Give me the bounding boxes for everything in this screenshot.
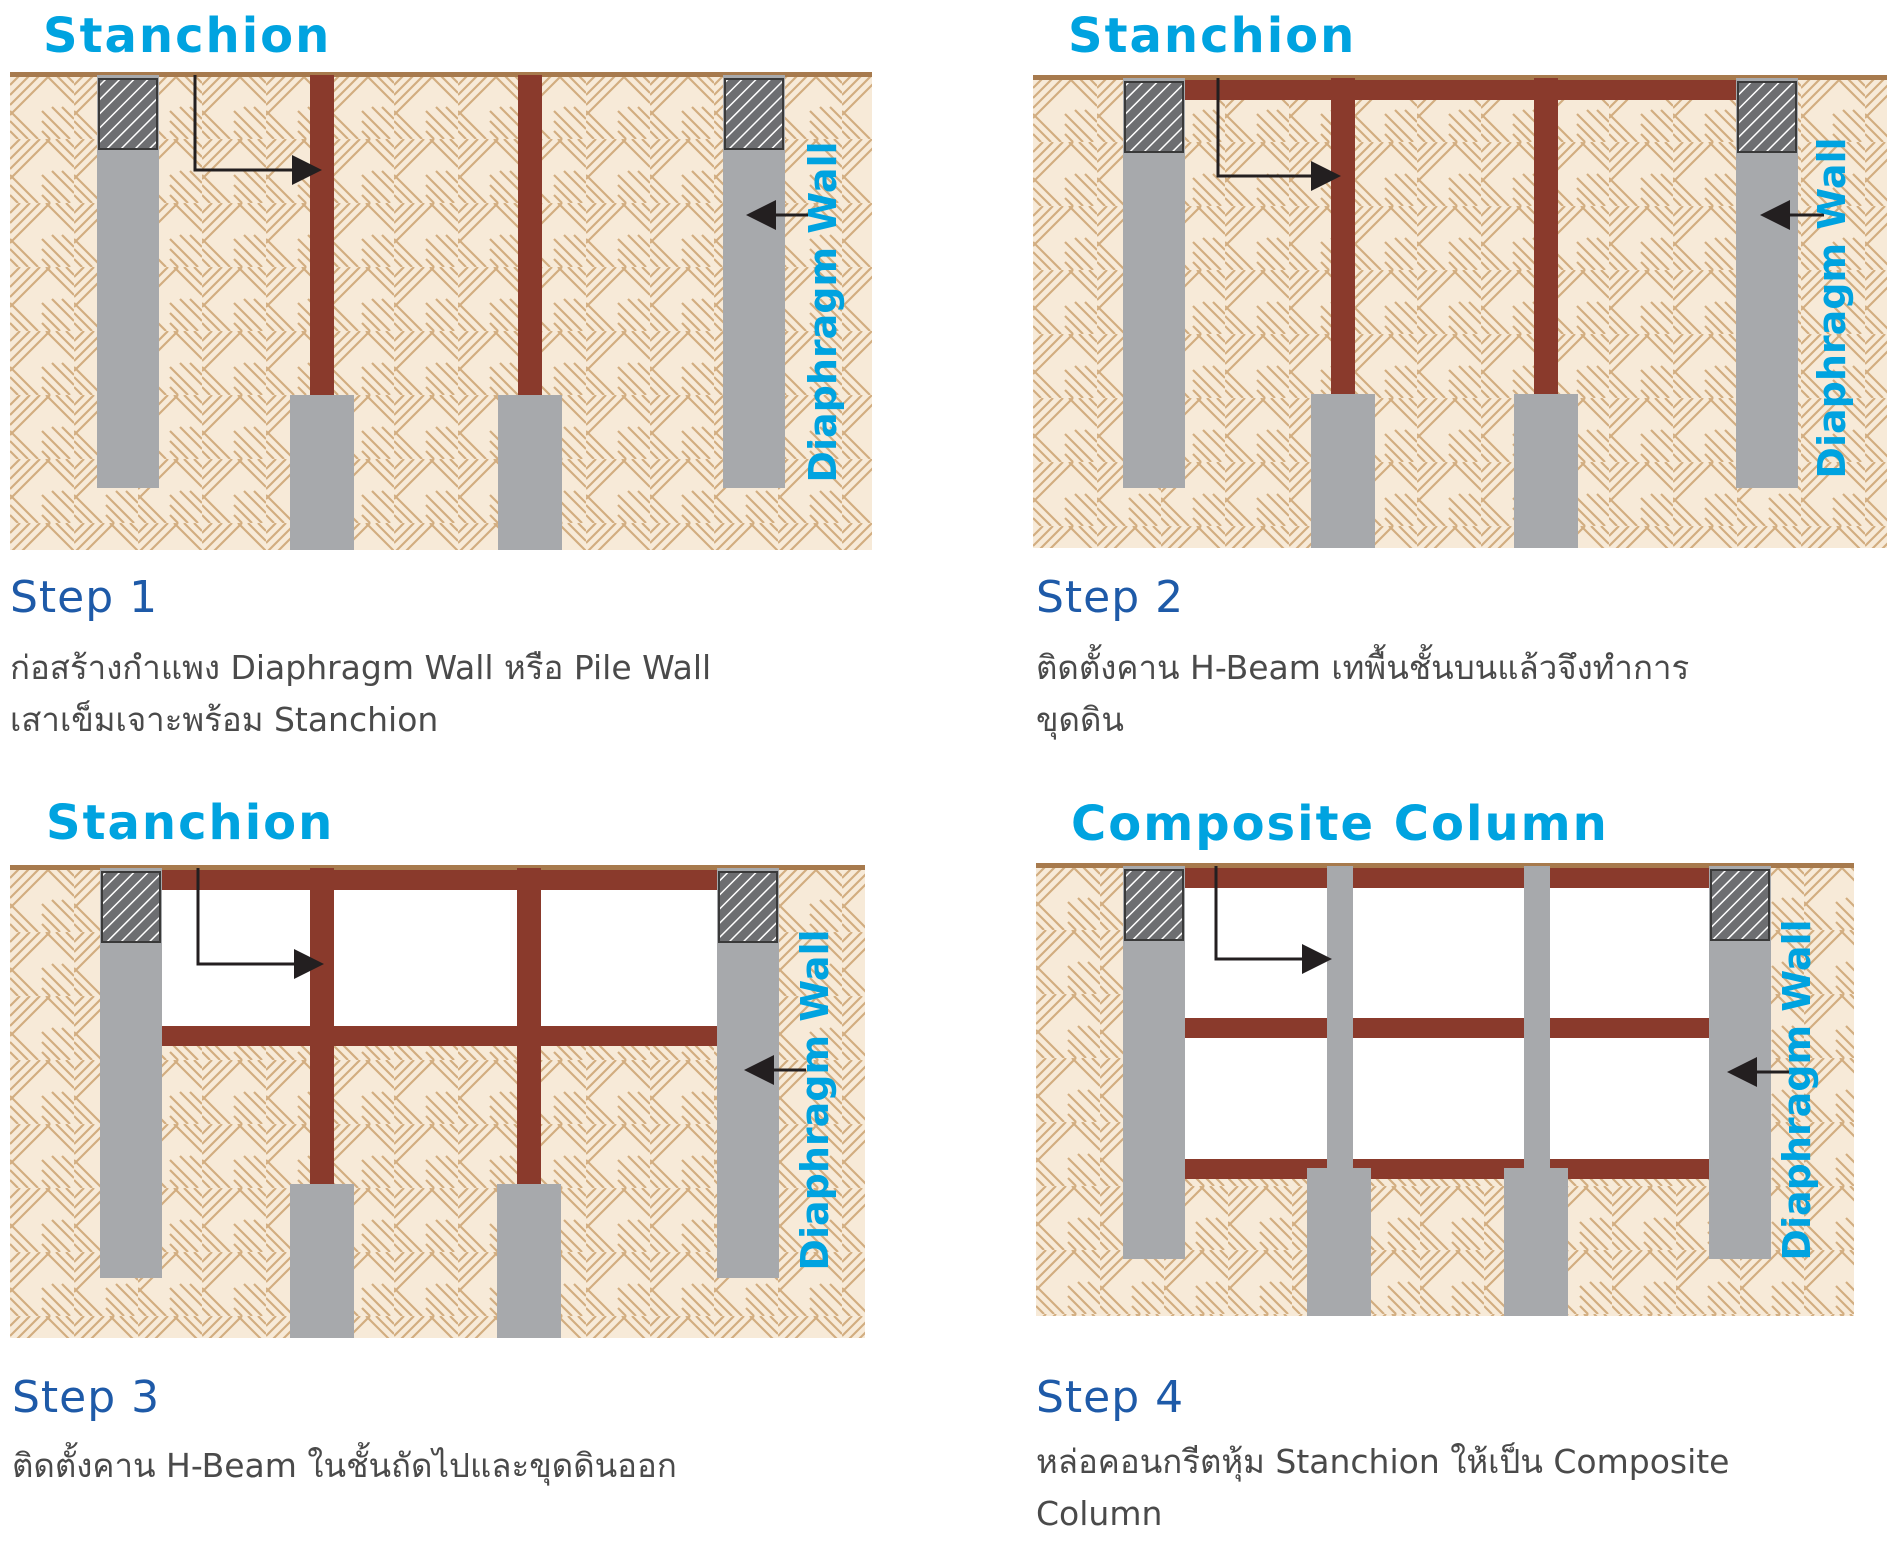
panel-2-bored-pile-1	[1311, 394, 1375, 548]
panel-1-stanchion-arrow	[193, 75, 322, 185]
panel-2-ground-line	[1033, 75, 1887, 80]
panel-1-capping-right	[724, 78, 784, 150]
panel-4-beam-1	[1185, 1018, 1709, 1038]
panel-2-top-beam	[1185, 80, 1736, 100]
step-2-desc-line-1: ติดตั้งคาน H-Beam เทพื้นชั้นบนแล้วจึงทำก…	[1036, 648, 1690, 687]
panel-4-capping-right	[1710, 869, 1770, 941]
panel-4-label: Composite Column	[1071, 796, 1609, 852]
panel-3-label: Stanchion	[46, 795, 334, 851]
panel-1-capping-left	[98, 78, 158, 150]
panel-1-wall-label: Diaphragm Wall	[801, 141, 845, 482]
panel-2-wall-label: Diaphragm Wall	[1810, 137, 1854, 478]
panel-3-bored-pile-1	[290, 1184, 354, 1338]
step-1-description: ก่อสร้างกำแพง Diaphragm Wall หรือ Pile W…	[10, 642, 711, 746]
panel-1-label: Stanchion	[43, 8, 331, 64]
panel-4-bored-pile-1	[1307, 1168, 1371, 1316]
panel-1-ground-line	[10, 72, 872, 77]
panel-4	[1036, 863, 1854, 1316]
panel-4-composite-column-2	[1524, 866, 1550, 1168]
panel-1-stanchion-2	[518, 75, 542, 395]
panel-3-stanchion-2	[517, 868, 541, 1184]
panel-2-stanchion-2	[1534, 78, 1558, 394]
panel-3-bored-pile-2	[497, 1184, 561, 1338]
step-2-description: ติดตั้งคาน H-Beam เทพื้นชั้นบนแล้วจึงทำก…	[1036, 642, 1689, 746]
panel-4-stanchion-arrow	[1214, 866, 1332, 974]
step-4-desc-line-2: Column	[1036, 1494, 1163, 1533]
panel-3-capping-left	[101, 871, 161, 943]
step-2-title: Step 2	[1036, 572, 1185, 623]
panel-4-ground-line	[1036, 863, 1854, 868]
panel-4-capping-left	[1124, 869, 1184, 941]
panel-4-wall-label: Diaphragm Wall	[1775, 919, 1819, 1260]
panel-2-capping-left	[1124, 81, 1184, 153]
step-3-desc-line-1: ติดตั้งคาน H-Beam ในชั้นถัดไปและขุดดินออ…	[12, 1446, 677, 1485]
panel-3-ground-line	[10, 865, 865, 870]
panel-3	[10, 865, 865, 1338]
panel-2-bored-pile-2	[1514, 394, 1578, 548]
panel-1-stanchion-1	[310, 75, 334, 395]
step-1-title: Step 1	[10, 572, 159, 623]
step-4-description: หล่อคอนกรีตหุ้ม Stanchion ให้เป็น Compos…	[1036, 1436, 1729, 1540]
panel-3-top-beam	[162, 870, 717, 890]
panel-3-wall-label: Diaphragm Wall	[793, 929, 837, 1270]
panel-3-beam-1	[162, 1026, 717, 1046]
panel-1	[10, 72, 872, 550]
panel-4-top-beam	[1185, 868, 1709, 888]
panel-4-beam-2	[1185, 1159, 1709, 1179]
step-2-desc-line-2: ขุดดิน	[1036, 700, 1124, 739]
panel-1-bored-pile-2	[498, 395, 562, 550]
step-1-desc-line-2: เสาเข็มเจาะพร้อม Stanchion	[10, 700, 439, 739]
panel-3-stanchion-arrow	[196, 868, 324, 979]
panel-3-excavation	[162, 876, 717, 1034]
panel-2-label: Stanchion	[1068, 8, 1356, 64]
panel-4-composite-column-1	[1327, 866, 1353, 1168]
step-3-description: ติดตั้งคาน H-Beam ในชั้นถัดไปและขุดดินออ…	[12, 1440, 677, 1492]
panel-1-bored-pile-1	[290, 395, 354, 550]
panel-4-bored-pile-2	[1504, 1168, 1568, 1316]
step-3-title: Step 3	[12, 1372, 161, 1423]
step-4-desc-line-1: หล่อคอนกรีตหุ้ม Stanchion ให้เป็น Compos…	[1036, 1442, 1730, 1481]
panel-2-stanchion-1	[1331, 78, 1355, 394]
panel-3-stanchion-1	[310, 868, 334, 1184]
step-1-desc-line-1: ก่อสร้างกำแพง Diaphragm Wall หรือ Pile W…	[10, 648, 712, 687]
panel-2-capping-right	[1737, 81, 1797, 153]
panel-2-stanchion-arrow	[1216, 78, 1341, 191]
step-4-title: Step 4	[1036, 1372, 1185, 1423]
panel-2	[1033, 75, 1887, 548]
panel-3-capping-right	[718, 871, 778, 943]
